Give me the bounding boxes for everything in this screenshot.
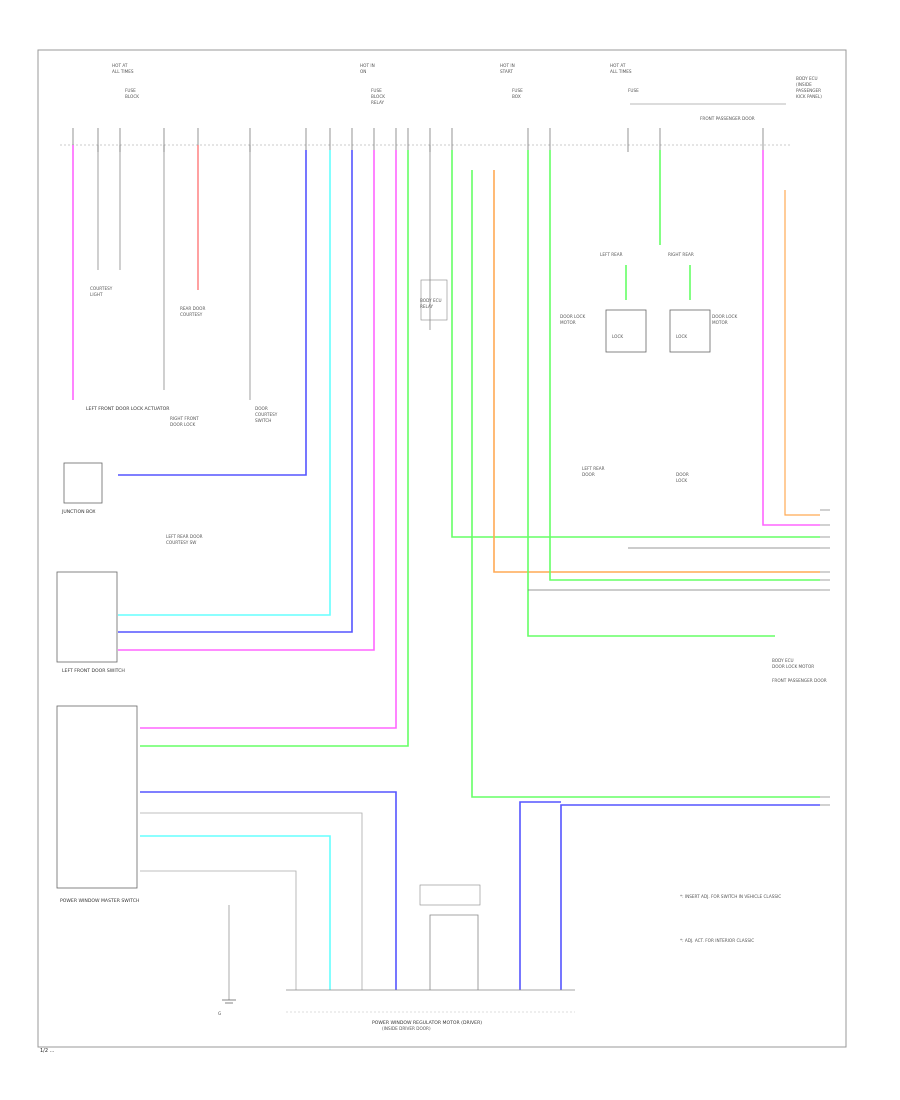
svg-text:COURTESY SW: COURTESY SW bbox=[166, 540, 196, 545]
wire-green-1 bbox=[140, 150, 409, 747]
svg-text:COURTESY: COURTESY bbox=[180, 312, 203, 317]
svg-text:LEFT REAR DOOR: LEFT REAR DOOR bbox=[166, 534, 203, 539]
right-component-labels: DOOR LOCK MOTOR DOOR LOCK MOTOR LOCK LOC… bbox=[560, 252, 827, 683]
svg-text:DOOR: DOOR bbox=[676, 472, 689, 477]
svg-text:DOOR: DOOR bbox=[255, 406, 268, 411]
wire-pink-2 bbox=[118, 150, 375, 651]
relay-block bbox=[420, 279, 448, 321]
svg-text:PASSENGER: PASSENGER bbox=[796, 88, 821, 93]
svg-text:BOX: BOX bbox=[512, 94, 521, 99]
svg-text:HOT AT: HOT AT bbox=[112, 63, 128, 68]
svg-text:LOCK: LOCK bbox=[676, 478, 687, 483]
svg-text:DOOR LOCK MOTOR: DOOR LOCK MOTOR bbox=[772, 664, 814, 669]
svg-text:MOTOR: MOTOR bbox=[560, 320, 576, 325]
svg-text:JUNCTION BOX: JUNCTION BOX bbox=[61, 509, 96, 515]
left-component-labels: JUNCTION BOX LEFT FRONT DOOR SWITCH POWE… bbox=[60, 286, 442, 904]
svg-text:LEFT FRONT DOOR LOCK ACTUATOR: LEFT FRONT DOOR LOCK ACTUATOR bbox=[86, 406, 170, 412]
svg-text:BODY ECU: BODY ECU bbox=[420, 298, 442, 303]
svg-text:DOOR: DOOR bbox=[582, 472, 595, 477]
svg-text:LEFT FRONT DOOR SWITCH: LEFT FRONT DOOR SWITCH bbox=[62, 668, 125, 674]
svg-text:G: G bbox=[218, 1011, 221, 1016]
wire-blue-5 bbox=[519, 801, 561, 990]
footer-code: 1/2 ... bbox=[40, 1048, 55, 1054]
svg-text:FUSE: FUSE bbox=[512, 88, 523, 93]
svg-text:RELAY: RELAY bbox=[420, 304, 434, 309]
wire-green-3 bbox=[471, 170, 820, 798]
svg-text:BLOCK: BLOCK bbox=[371, 94, 385, 99]
svg-text:BODY ECU: BODY ECU bbox=[796, 76, 818, 81]
svg-text:DOOR LOCK: DOOR LOCK bbox=[712, 314, 737, 319]
diagram-border bbox=[37, 49, 847, 1048]
svg-text:LIGHT: LIGHT bbox=[90, 292, 103, 297]
door-switch-component bbox=[56, 571, 118, 663]
svg-text:ALL TIMES: ALL TIMES bbox=[610, 69, 632, 74]
svg-text:FUSE: FUSE bbox=[125, 88, 136, 93]
svg-text:HOT IN: HOT IN bbox=[500, 63, 515, 68]
wire-cyan-2 bbox=[140, 835, 331, 990]
wire-blue-4 bbox=[560, 804, 820, 990]
svg-text:LOCK: LOCK bbox=[676, 334, 687, 339]
svg-text:HOT IN: HOT IN bbox=[360, 63, 375, 68]
wire-green-5 bbox=[549, 150, 820, 581]
master-switch-component bbox=[56, 705, 138, 889]
svg-text:RELAY: RELAY bbox=[371, 100, 385, 105]
wire-blue-1 bbox=[118, 150, 307, 476]
svg-text:START: START bbox=[500, 69, 513, 74]
svg-text:FRONT PASSENGER DOOR: FRONT PASSENGER DOOR bbox=[772, 678, 827, 683]
svg-text:REAR DOOR: REAR DOOR bbox=[180, 306, 205, 311]
wire-gray-low-1 bbox=[140, 812, 363, 990]
svg-text:DOOR LOCK: DOOR LOCK bbox=[560, 314, 585, 319]
wire-pink-3 bbox=[140, 150, 397, 729]
svg-text:FUSE: FUSE bbox=[371, 88, 382, 93]
note-1: *: INSERT ADJ. FOR SWITCH IN VEHICLE CLA… bbox=[680, 894, 781, 899]
wire-orange-1 bbox=[493, 170, 820, 573]
bottom-component-sublabel: (INSIDE DRIVER DOOR) bbox=[382, 1026, 431, 1031]
ground-symbol: G bbox=[218, 905, 236, 1016]
wire-blue-3 bbox=[140, 791, 397, 990]
wire-blue-2 bbox=[118, 150, 353, 633]
note-2: *: ADJ. ACT. FOR INTERIOR CLASSIC bbox=[680, 938, 754, 943]
svg-text:RIGHT REAR: RIGHT REAR bbox=[668, 252, 694, 257]
wire-cyan-1 bbox=[118, 150, 331, 616]
motor-box bbox=[419, 884, 481, 906]
right-edge-terminals bbox=[820, 509, 830, 806]
svg-text:BLOCK: BLOCK bbox=[125, 94, 139, 99]
svg-text:ALL TIMES: ALL TIMES bbox=[112, 69, 134, 74]
svg-text:COURTESY: COURTESY bbox=[90, 286, 113, 291]
svg-text:(INSIDE: (INSIDE bbox=[796, 82, 812, 87]
svg-text:FRONT PASSENGER DOOR: FRONT PASSENGER DOOR bbox=[700, 116, 755, 121]
svg-text:LOCK: LOCK bbox=[612, 334, 623, 339]
svg-text:RIGHT FRONT: RIGHT FRONT bbox=[170, 416, 199, 421]
junction-box-component bbox=[63, 462, 103, 504]
svg-text:LEFT REAR: LEFT REAR bbox=[600, 252, 623, 257]
wire-gray-low-2 bbox=[140, 870, 297, 990]
svg-text:COURTESY: COURTESY bbox=[255, 412, 278, 417]
wire-green-2 bbox=[451, 150, 820, 538]
bottom-component-label: POWER WINDOW REGULATOR MOTOR (DRIVER) bbox=[372, 1020, 482, 1026]
svg-text:BODY ECU: BODY ECU bbox=[772, 658, 794, 663]
wire-orange-right bbox=[784, 190, 820, 516]
lock-actuator-left bbox=[605, 309, 647, 353]
svg-text:FUSE: FUSE bbox=[628, 88, 639, 93]
svg-text:POWER WINDOW MASTER SWITCH: POWER WINDOW MASTER SWITCH bbox=[60, 898, 139, 904]
svg-text:MOTOR: MOTOR bbox=[712, 320, 728, 325]
wire-green-4 bbox=[527, 150, 775, 637]
svg-text:KICK PANEL): KICK PANEL) bbox=[796, 94, 822, 99]
bus-connector-ticks bbox=[72, 128, 764, 152]
wire-motor-loop bbox=[429, 914, 479, 990]
svg-text:DOOR LOCK: DOOR LOCK bbox=[170, 422, 195, 427]
svg-text:LEFT REAR: LEFT REAR bbox=[582, 466, 605, 471]
svg-text:HOT AT: HOT AT bbox=[610, 63, 626, 68]
lock-actuator-right bbox=[669, 309, 711, 353]
svg-text:SWITCH: SWITCH bbox=[255, 418, 271, 423]
wire-pink-right bbox=[762, 150, 820, 526]
svg-text:ON: ON bbox=[360, 69, 366, 74]
